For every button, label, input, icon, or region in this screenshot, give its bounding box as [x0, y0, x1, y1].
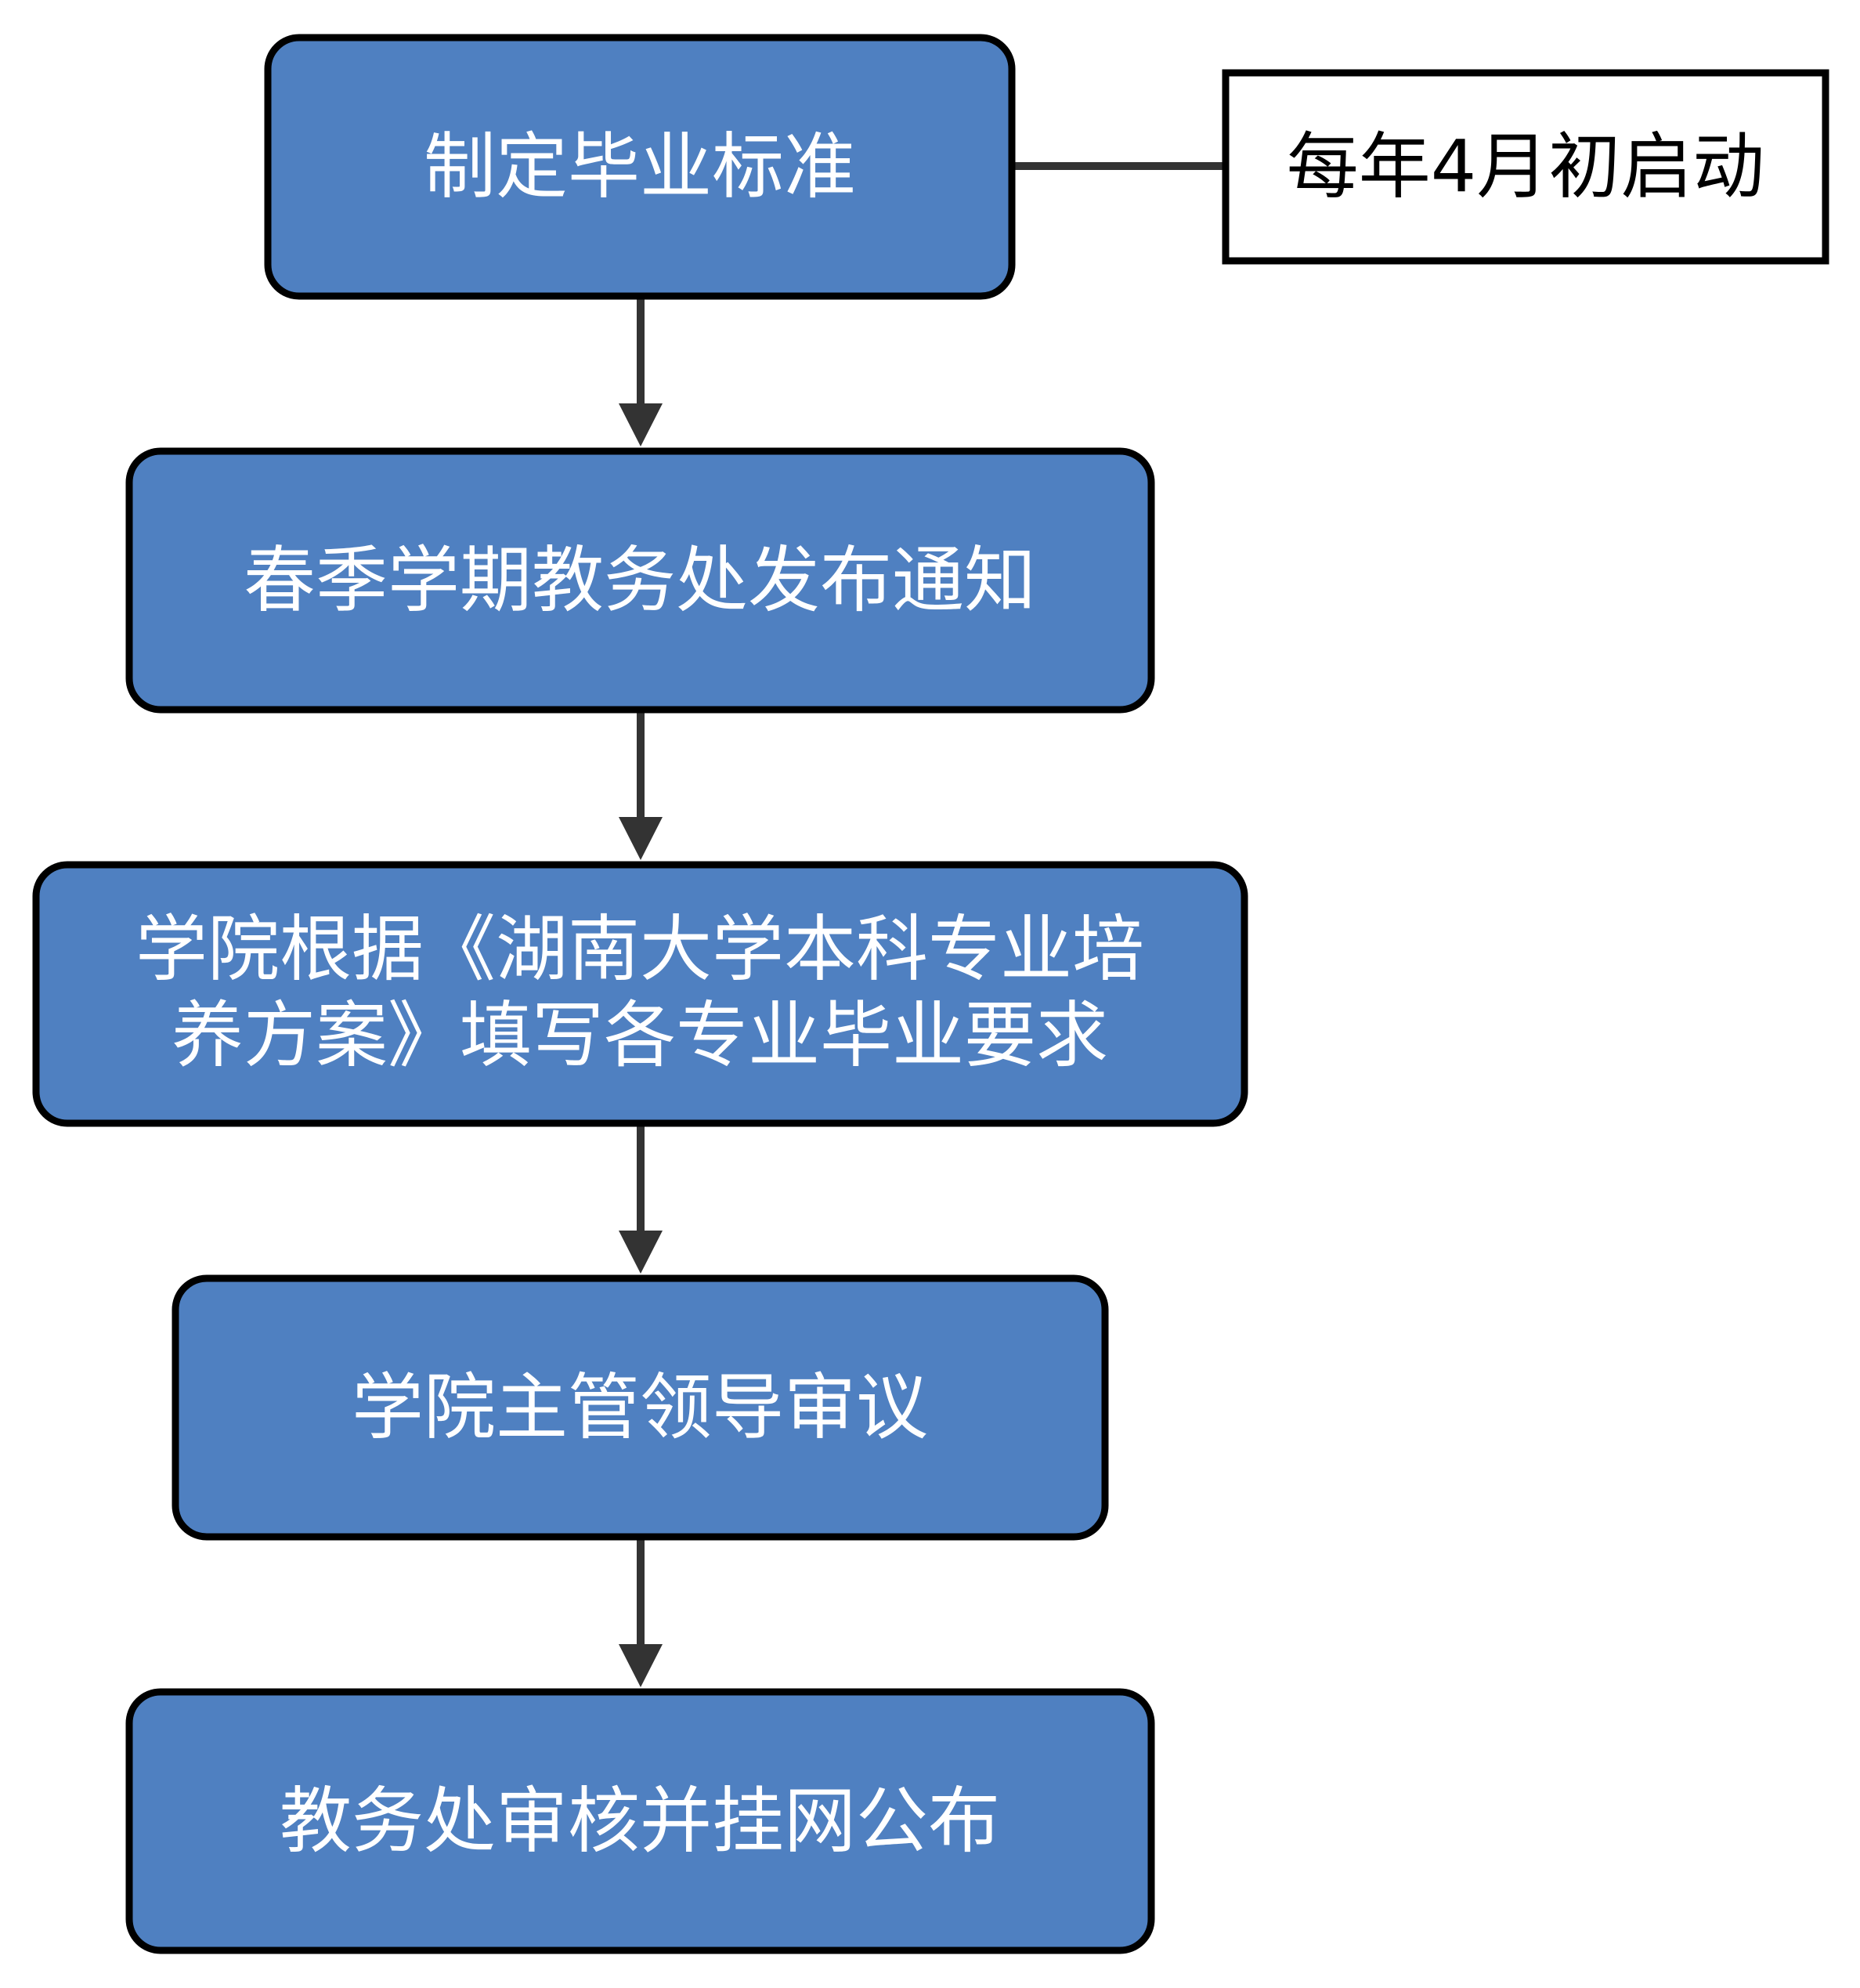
note-label: 每年4月初启动: [1287, 125, 1765, 209]
arrow-4-5: [619, 1537, 663, 1687]
step-1-label: 制定毕业标准: [424, 125, 856, 209]
step-4-node: 学院主管领导审议: [172, 1274, 1109, 1541]
step-2-node: 春季学期教务处发布通知: [125, 447, 1155, 714]
step-3-node: 学院根据《湖南大学本科专业培 养方案》填写各专业毕业要求: [32, 861, 1248, 1127]
step-4-label: 学院主管领导审议: [352, 1366, 928, 1450]
step-5-node: 教务处审核并挂网公布: [125, 1688, 1155, 1954]
step-3-label-line-1: 学院根据《湖南大学本科专业培: [135, 908, 1144, 992]
note-box: 每年4月初启动: [1222, 69, 1829, 265]
arrow-3-4: [619, 1123, 663, 1274]
step-1-node: 制定毕业标准: [264, 34, 1016, 300]
step-3-label-line-2: 养方案》填写各专业毕业要求: [172, 994, 1108, 1078]
arrow-2-3: [619, 710, 663, 860]
step-2-label: 春季学期教务处发布通知: [244, 539, 1036, 623]
step-5-label: 教务处审核并挂网公布: [280, 1780, 1000, 1863]
arrow-1-2: [619, 296, 663, 446]
